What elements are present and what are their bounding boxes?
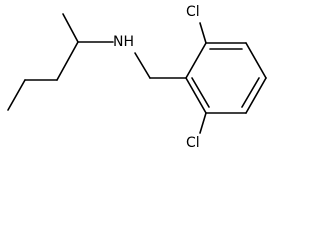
bond-methyl: [62, 13, 79, 43]
ring-bond-6: [185, 77, 207, 114]
bond-chlorine-bottom: [199, 112, 207, 134]
ring-bond-3: [245, 42, 267, 79]
chemical-structure: NH Cl Cl: [7, 4, 267, 151]
ring-bond-1: [185, 42, 207, 79]
amine-linker: [134, 52, 187, 79]
ring-bond-4: [245, 77, 267, 114]
benzene-ring: [185, 42, 267, 114]
bond-chlorine-top: [199, 22, 207, 44]
chlorine-top-label: Cl: [186, 4, 200, 20]
ring-double-bond-right: [241, 77, 260, 108]
nitrogen-label: NH: [113, 34, 134, 50]
bond-c2-c3: [56, 41, 79, 81]
bond-nitrogen-ch2: [134, 52, 151, 79]
alkyl-chain: [7, 13, 114, 111]
chlorine-bottom-label: Cl: [186, 135, 200, 151]
bond-c4-c5: [7, 79, 26, 111]
ring-double-bond-left: [191, 77, 210, 108]
